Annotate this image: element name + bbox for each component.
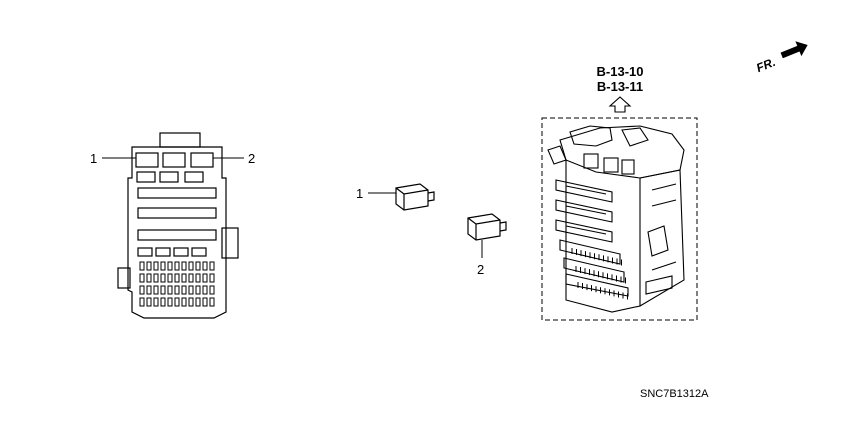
- fuse-slot: [153, 297, 159, 307]
- reference-b-13-10: B-13-10: [597, 64, 644, 79]
- fuse-grid: [139, 261, 215, 307]
- callout-relay-1: 1: [356, 186, 363, 201]
- fuse-slot: [209, 261, 215, 271]
- fuse-slot: [167, 285, 173, 295]
- fuse-slot: [146, 297, 152, 307]
- reference-b-13-11: B-13-11: [597, 79, 643, 94]
- fuse-slot: [195, 297, 201, 307]
- fuse-slot: [139, 297, 145, 307]
- fuse-slot: [139, 261, 145, 271]
- fuse-slot: [188, 261, 194, 271]
- fuse-slot: [146, 273, 152, 283]
- fuse-slot: [209, 297, 215, 307]
- fuse-slot: [209, 285, 215, 295]
- fuse-slot: [160, 273, 166, 283]
- fuse-slot: [139, 273, 145, 283]
- fuse-slot: [174, 273, 180, 283]
- front-direction-indicator: FR.: [754, 41, 808, 75]
- fuse-slot: [146, 285, 152, 295]
- front-direction-arrow-icon: [780, 41, 808, 59]
- fuse-slot: [202, 297, 208, 307]
- fuse-slot: [146, 261, 152, 271]
- fuse-slot: [174, 297, 180, 307]
- fuse-slot: [202, 273, 208, 283]
- fuse-slot: [160, 261, 166, 271]
- fuse-slot: [181, 297, 187, 307]
- fuse-slot: [181, 273, 187, 283]
- direction-label: FR.: [754, 55, 777, 75]
- up-outline-arrow-icon: [608, 96, 632, 113]
- callout-relay-2: 2: [477, 262, 484, 277]
- relay-1: [395, 183, 435, 211]
- fuse-slot: [209, 273, 215, 283]
- callout-fuse-box-right: 2: [248, 151, 255, 166]
- fuse-box-assembly: [547, 125, 685, 313]
- fuse-slot: [139, 285, 145, 295]
- fuse-slot: [195, 273, 201, 283]
- relay-2: [467, 213, 507, 241]
- under-dash-fuse-box: [117, 132, 239, 319]
- fuse-slot: [174, 285, 180, 295]
- fuse-slot: [153, 261, 159, 271]
- callout-fuse-box-left: 1: [90, 151, 97, 166]
- fuse-slot: [153, 273, 159, 283]
- fuse-slot: [167, 261, 173, 271]
- fuse-slot: [181, 261, 187, 271]
- fuse-slot: [167, 273, 173, 283]
- fuse-slot: [202, 285, 208, 295]
- fuse-slot: [188, 273, 194, 283]
- terminal-pins: [571, 248, 628, 300]
- fuse-slot: [160, 297, 166, 307]
- diagram-code: SNC7B1312A: [640, 388, 709, 400]
- fuse-slot: [188, 285, 194, 295]
- fuse-slot: [188, 297, 194, 307]
- fuse-slot: [181, 285, 187, 295]
- fuse-slot: [195, 285, 201, 295]
- assembly-dashed-frame: [541, 117, 698, 321]
- fuse-slot: [195, 261, 201, 271]
- fuse-slot: [153, 285, 159, 295]
- fuse-slot: [160, 285, 166, 295]
- fuse-slot: [202, 261, 208, 271]
- fuse-slot: [174, 261, 180, 271]
- fuse-slot: [167, 297, 173, 307]
